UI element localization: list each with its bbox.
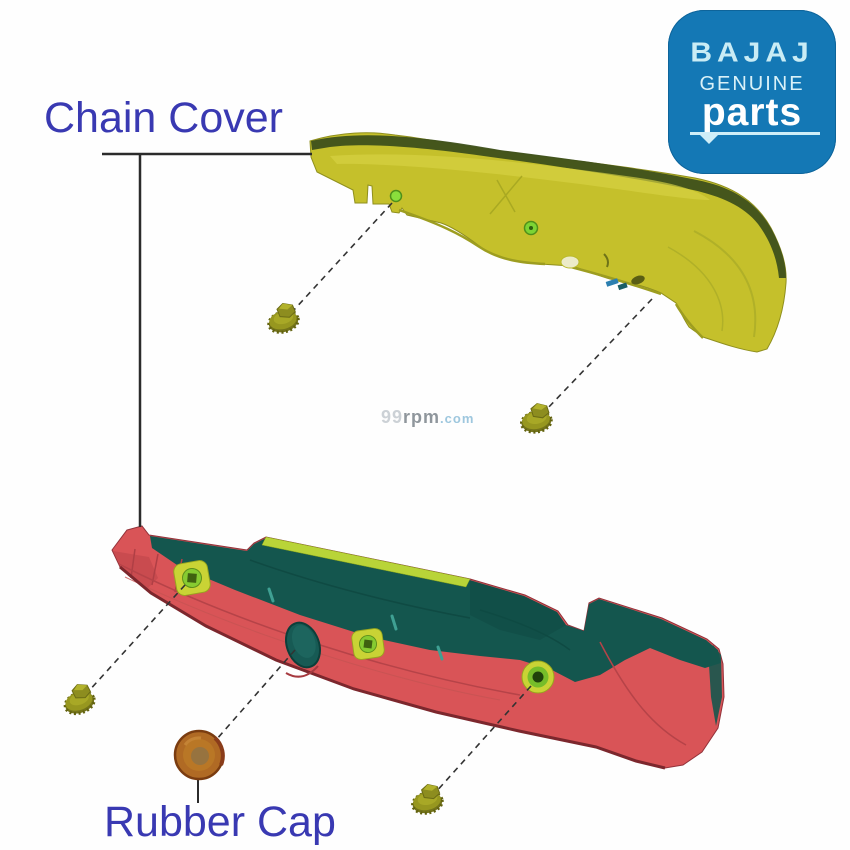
upper-screw-hole-right-center (529, 226, 533, 230)
rubber-cap-hole (285, 621, 321, 669)
chain-cover-label: Chain Cover (44, 94, 283, 142)
dashed-leader-bolt-4 (434, 685, 532, 794)
screw-boss-right (521, 660, 555, 694)
upper-cover-recess (560, 255, 580, 269)
lower-cover-left-shade (113, 551, 158, 589)
lower-cover-wall-crease (599, 641, 687, 746)
lower-cover-teal-ridge-1 (249, 559, 471, 619)
lower-cover-green-strip (261, 536, 471, 588)
rubber-cap-label: Rubber Cap (104, 798, 336, 846)
bajaj-genuine-parts-logo: BAJAJ GENUINE parts (668, 10, 836, 174)
leader-lines (102, 152, 312, 803)
upper-cover-hook-curve-inner (667, 246, 724, 332)
lower-cover-teal-accents (267, 587, 444, 661)
rubber-cap-rim-shadow (213, 736, 225, 766)
watermark: 99rpm.com (381, 407, 474, 428)
dashed-leader-bolt-1 (292, 202, 393, 312)
bolt-icon (262, 299, 303, 337)
watermark-body: rpm (403, 407, 441, 427)
logo-parts-text: parts (701, 91, 803, 134)
screw-boss-left (173, 560, 211, 596)
chevron-down-icon (700, 135, 718, 144)
upper-cover-blue-detail (605, 278, 619, 287)
bolt-icon (57, 679, 99, 719)
lower-cover-inner-teal (150, 536, 721, 682)
watermark-prefix: 99 (381, 407, 404, 427)
lower-cover-bottom-edge (119, 565, 666, 770)
upper-cover-bottom-shade (398, 208, 704, 339)
rubber-cap-highlight (183, 736, 202, 746)
upper-cover-top-edge (311, 135, 786, 278)
bolt-icon (516, 400, 555, 436)
logo-underline (690, 132, 820, 135)
upper-cover-hook-detail (603, 253, 609, 268)
dashed-leader-lines (86, 202, 653, 794)
upper-cover-crease (489, 175, 523, 215)
upper-cover-dark-blob (631, 275, 645, 285)
rubber-cap-center (191, 747, 209, 765)
lower-cover-teal-right-sliver (709, 645, 722, 726)
logo-genuine-text: GENUINE (699, 73, 805, 95)
screw-boss-middle (351, 628, 385, 660)
dashed-leader-bolt-2 (545, 298, 653, 411)
lower-cover-teal-shadow (470, 580, 566, 640)
upper-screw-hole-left (389, 189, 403, 203)
lower-cover-face-crease-2 (124, 576, 501, 701)
chain-cover-lower (111, 525, 725, 770)
dashed-leader-cap (215, 649, 296, 741)
rubber-cap-part (173, 729, 225, 781)
bolt-icon (407, 780, 446, 818)
dashed-leader-bolt-3 (86, 584, 186, 694)
rubber-cap-hole-shadow (285, 665, 319, 678)
upper-cover-teal-detail (617, 282, 628, 291)
chain-cover-upper (309, 132, 787, 353)
upper-cover-highlight (330, 154, 710, 200)
watermark-tld: .com (440, 411, 475, 426)
logo-brand-text: BAJAJ (690, 37, 814, 68)
upper-cover-hook-curve-outer (693, 230, 757, 338)
